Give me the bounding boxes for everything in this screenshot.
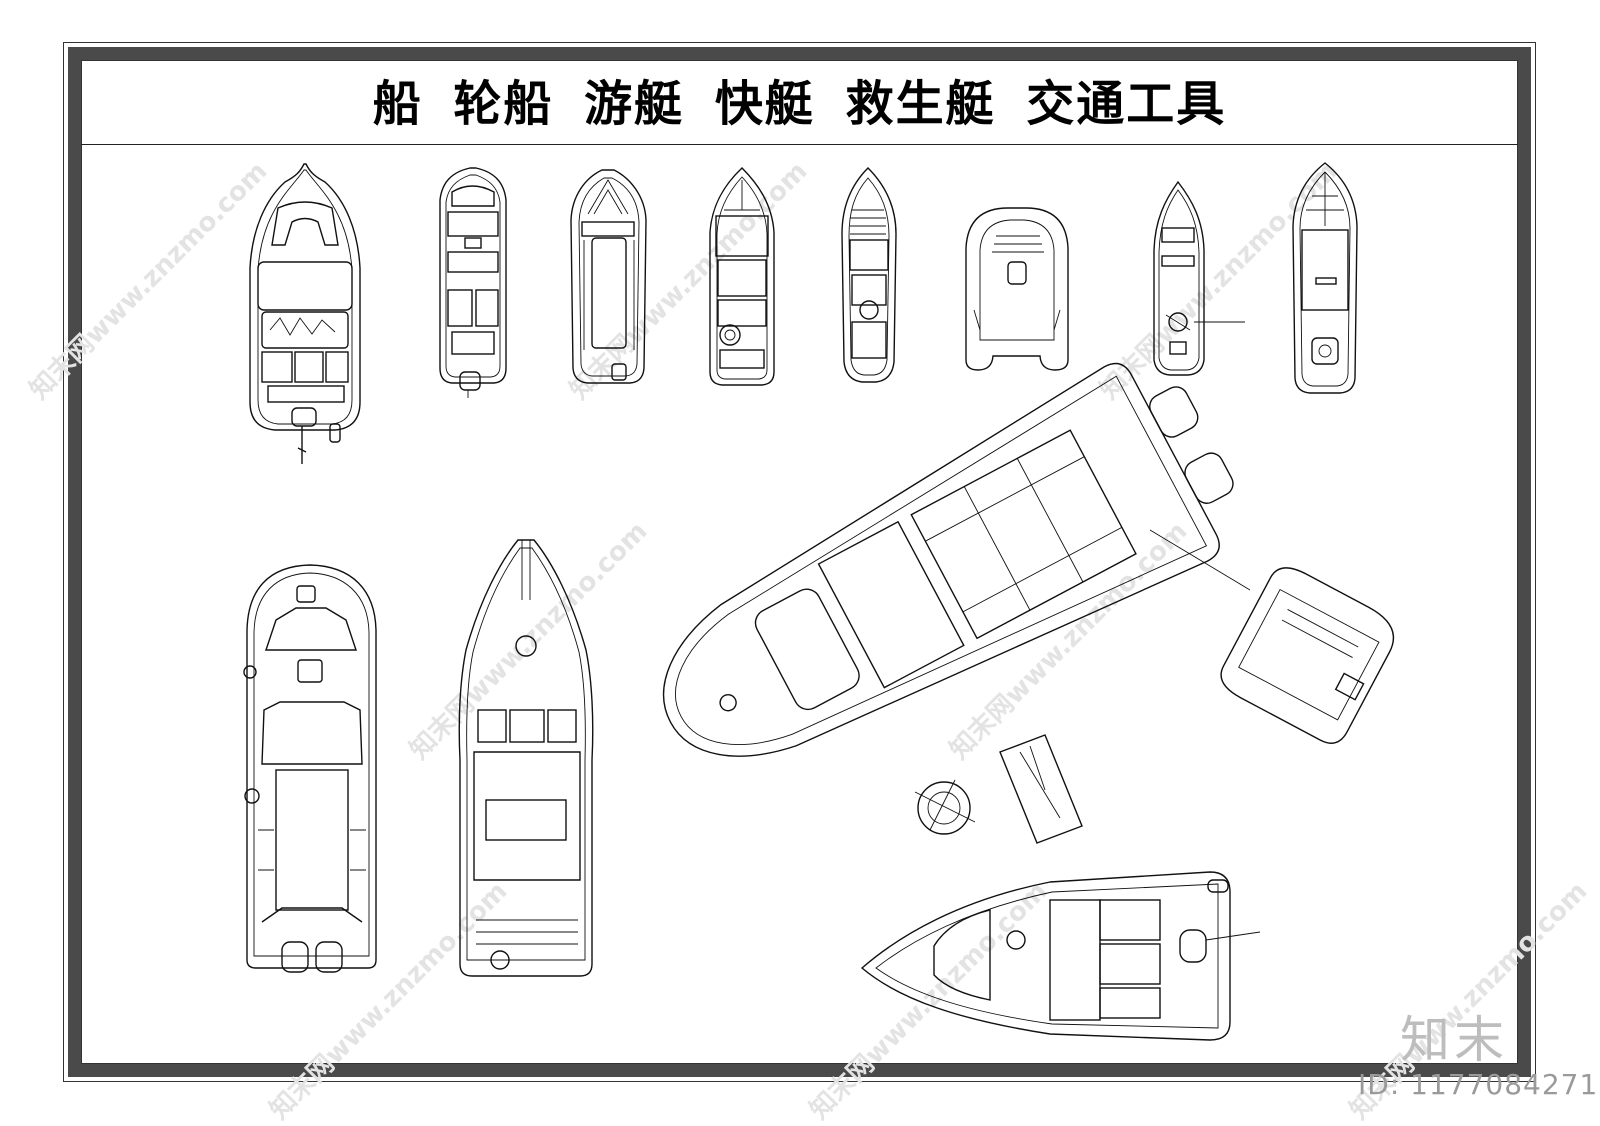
title-divider [81,144,1518,145]
id-label: ID: 1177084271 [1358,1068,1599,1101]
frame-band [68,47,1531,1077]
boat-rowboat [1153,180,1245,376]
boat-cabin-cruiser [439,167,507,398]
tow-line [1149,529,1251,591]
boat-inflatable-towed [1220,567,1395,744]
page-title: 船 轮船 游艇 快艇 救生艇 交通工具 [372,76,1227,132]
boat-speedboat-large [249,163,361,464]
boat-runabout [709,167,775,386]
swim-ring-person [914,779,976,835]
boat-center-console [860,871,1261,1041]
outer-frame [63,42,1536,1082]
boat-tender [1292,162,1358,394]
boat-inflatable-small [965,207,1069,371]
boat-express-cruiser [243,564,377,973]
inner-frame [81,60,1518,1064]
boat-sport-yacht [458,539,594,977]
brand-logo-text: 知末 [1400,1011,1508,1069]
boat-fishing [841,167,897,383]
float-mat-person [999,734,1083,844]
boat-bowrider [570,169,647,384]
boat-large-yacht [662,362,1234,757]
